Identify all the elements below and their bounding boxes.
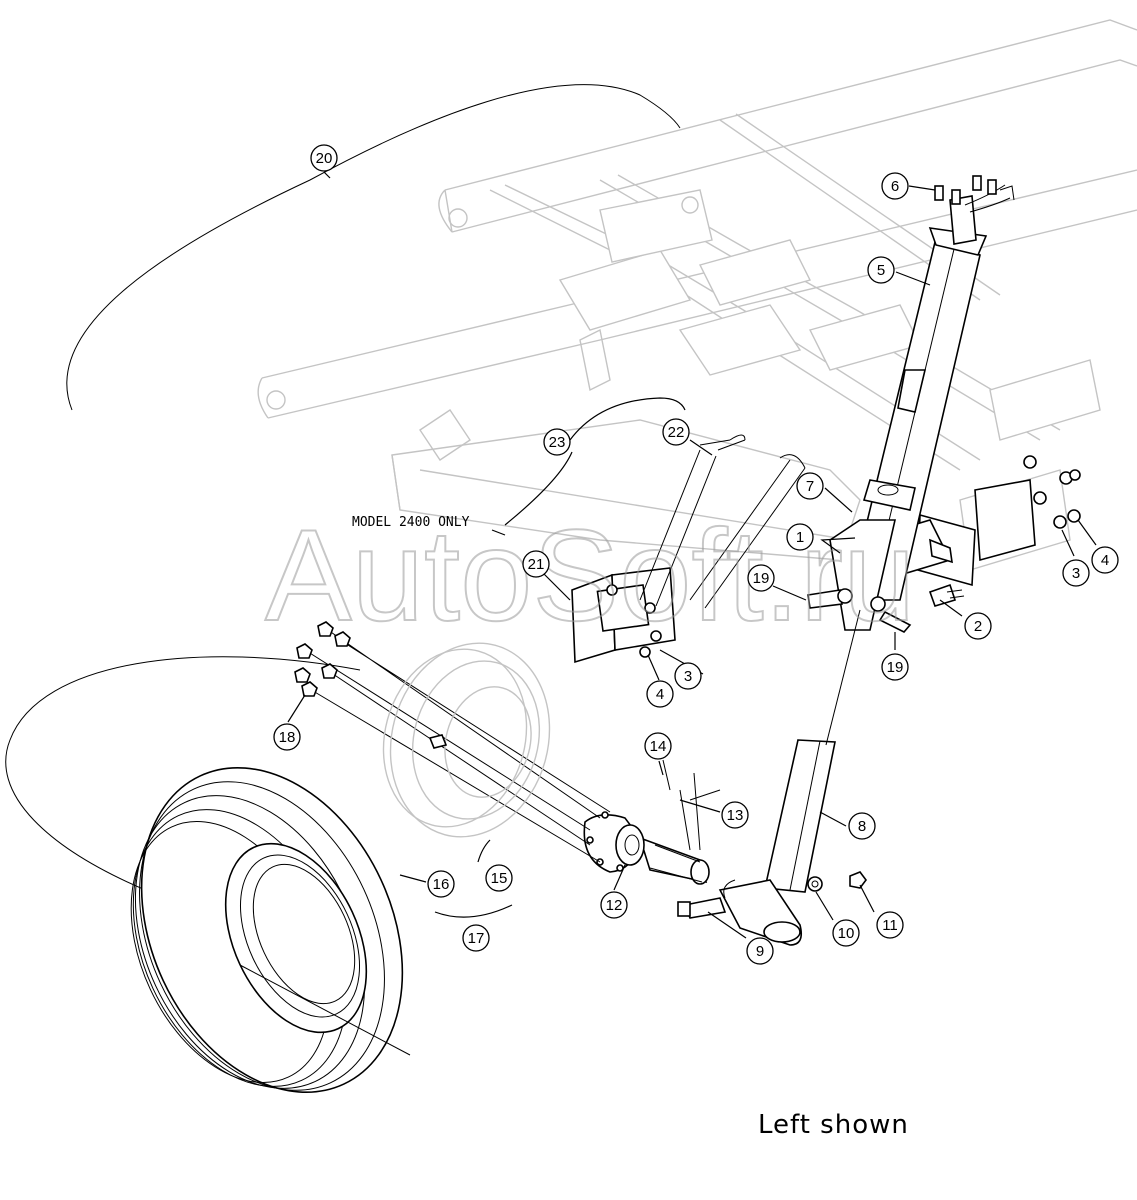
svg-text:15: 15 xyxy=(491,870,508,887)
svg-text:7: 7 xyxy=(806,478,814,495)
callout-13: 13 xyxy=(721,801,749,829)
callout-7: 7 xyxy=(796,472,824,500)
rim xyxy=(382,642,551,838)
svg-text:9: 9 xyxy=(756,943,764,960)
callout-19-left: 19 xyxy=(747,564,775,592)
wheel-clearance-outline xyxy=(66,84,681,411)
callout-15: 15 xyxy=(485,864,513,892)
svg-text:5: 5 xyxy=(877,262,885,279)
svg-text:18: 18 xyxy=(279,729,296,746)
view-caption: Left shown xyxy=(758,1110,909,1140)
callout-16: 16 xyxy=(427,870,455,898)
svg-text:4: 4 xyxy=(656,686,664,703)
callout-3-right: 3 xyxy=(1062,559,1090,587)
callout-6: 6 xyxy=(881,172,909,200)
svg-text:2: 2 xyxy=(974,618,982,635)
svg-text:3: 3 xyxy=(684,668,692,685)
watermark: AutoSoft.ru xyxy=(265,502,915,648)
svg-text:23: 23 xyxy=(549,434,566,451)
svg-text:11: 11 xyxy=(882,917,898,934)
callout-1: 1 xyxy=(786,523,814,551)
callout-18: 18 xyxy=(273,723,301,751)
wheel-studs xyxy=(294,621,611,863)
svg-text:10: 10 xyxy=(838,925,855,942)
callout-4-right: 4 xyxy=(1091,546,1119,574)
tower-tubes xyxy=(807,175,1015,633)
svg-text:8: 8 xyxy=(858,818,866,835)
model-note: MODEL 2400 ONLY xyxy=(352,515,470,530)
callout-2: 2 xyxy=(964,612,992,640)
svg-text:22: 22 xyxy=(668,424,685,441)
callout-17: 17 xyxy=(462,924,490,952)
callout-22: 22 xyxy=(662,418,690,446)
svg-text:6: 6 xyxy=(891,178,899,195)
callout-20: 20 xyxy=(310,144,338,172)
svg-text:21: 21 xyxy=(528,556,545,573)
svg-text:16: 16 xyxy=(433,876,450,893)
svg-text:20: 20 xyxy=(316,150,333,167)
spindle-hub xyxy=(583,759,721,885)
svg-text:19: 19 xyxy=(887,659,904,676)
svg-text:4: 4 xyxy=(1101,552,1109,569)
callout-19-right: 19 xyxy=(881,653,909,681)
mounting-plate-assembly xyxy=(571,434,806,664)
svg-text:1: 1 xyxy=(796,529,804,546)
callout-5: 5 xyxy=(867,256,895,284)
svg-text:17: 17 xyxy=(468,930,485,947)
callout-4-left: 4 xyxy=(646,680,674,708)
svg-text:19: 19 xyxy=(753,570,770,587)
callout-23: 23 xyxy=(543,428,571,456)
callout-3-left: 3 xyxy=(674,662,702,690)
callout-11: 11 xyxy=(876,911,904,939)
leader-lines xyxy=(287,171,1097,939)
callout-12: 12 xyxy=(600,891,628,919)
tire xyxy=(130,766,411,1094)
svg-text:14: 14 xyxy=(650,738,667,755)
callout-14: 14 xyxy=(644,732,672,760)
callout-9: 9 xyxy=(746,937,774,965)
tire-clearance-outline xyxy=(5,656,361,901)
leg-tube xyxy=(677,609,867,946)
svg-text:12: 12 xyxy=(606,897,623,914)
svg-text:13: 13 xyxy=(727,807,744,824)
svg-text:3: 3 xyxy=(1072,565,1080,582)
callout-21: 21 xyxy=(522,550,550,578)
callout-10: 10 xyxy=(832,919,860,947)
callout-8: 8 xyxy=(848,812,876,840)
